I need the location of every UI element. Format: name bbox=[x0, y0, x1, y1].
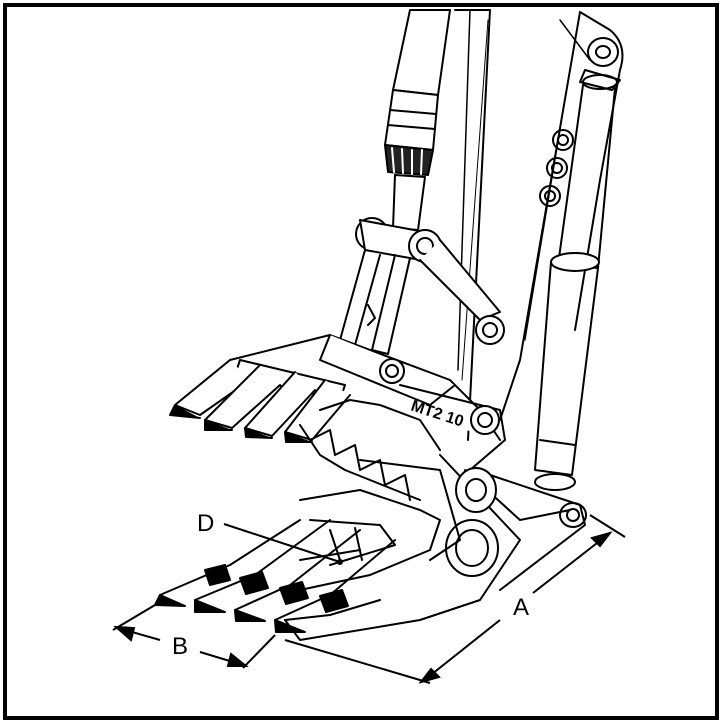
label-d: D bbox=[197, 510, 214, 537]
bucket-body bbox=[229, 334, 586, 641]
lower-jaw bbox=[154, 489, 441, 633]
leader-d-dot bbox=[337, 559, 343, 565]
linkage bbox=[339, 217, 505, 355]
machine-drawing bbox=[154, 9, 624, 641]
label-b: B bbox=[172, 633, 188, 660]
label-a: A bbox=[513, 594, 529, 621]
bucket-cylinder bbox=[384, 9, 451, 231]
leader-d bbox=[223, 523, 341, 563]
dimension-a bbox=[284, 514, 626, 684]
arm-bolts bbox=[539, 129, 574, 207]
upper-jaw bbox=[169, 359, 441, 501]
dimension-b bbox=[112, 604, 276, 669]
